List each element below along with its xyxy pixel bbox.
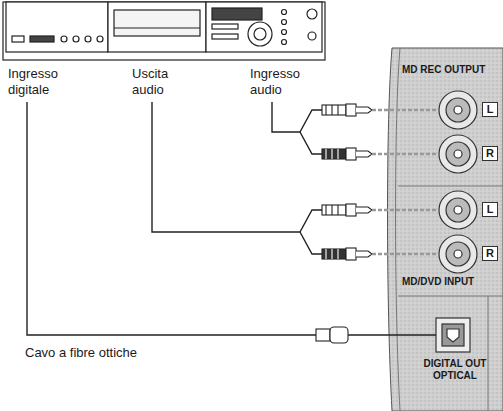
optical-port bbox=[436, 318, 470, 352]
receiver-panel bbox=[388, 48, 503, 411]
cable-branch bbox=[300, 110, 322, 132]
rca-plug bbox=[322, 248, 438, 260]
cable-branch bbox=[300, 232, 322, 254]
audio-in-cable bbox=[272, 102, 300, 132]
cable-label: Cavo a fibre ottiche bbox=[25, 345, 225, 361]
optical-cable bbox=[27, 102, 316, 335]
optical-plug bbox=[316, 327, 348, 343]
optical-cable bbox=[348, 334, 436, 335]
audio-out-cable bbox=[152, 102, 300, 232]
channel-label: L bbox=[482, 202, 498, 217]
cable-branch bbox=[300, 132, 322, 154]
rca-plug bbox=[322, 204, 438, 216]
rca-plug bbox=[322, 148, 438, 160]
channel-label: L bbox=[482, 102, 498, 117]
port-label: Ingresso digitale bbox=[8, 66, 78, 97]
panel-label: MD REC OUTPUT bbox=[402, 64, 500, 76]
panel-label: DIGITAL OUT OPTICAL bbox=[414, 358, 496, 382]
cable-branch bbox=[300, 210, 322, 232]
rca-jacks bbox=[439, 91, 477, 273]
panel-label: MD/DVD INPUT bbox=[402, 276, 500, 288]
channel-label: R bbox=[482, 146, 498, 161]
md-deck bbox=[3, 2, 325, 60]
channel-label: R bbox=[482, 246, 498, 261]
rca-plug bbox=[322, 104, 438, 116]
port-label: Ingresso audio bbox=[250, 66, 312, 97]
port-label: Uscita audio bbox=[132, 66, 192, 97]
